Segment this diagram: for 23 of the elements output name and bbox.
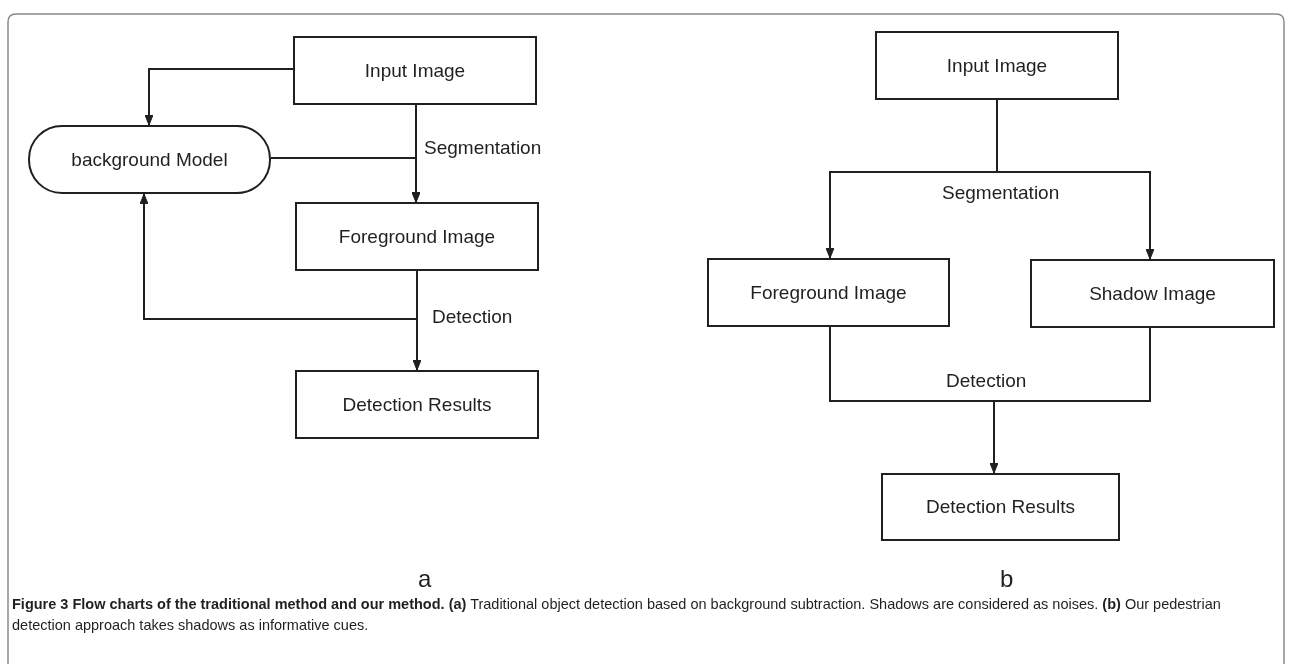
box-label: Foreground Image (750, 281, 907, 304)
box-label: Input Image (946, 54, 1048, 77)
arrow (270, 157, 421, 203)
box-label: Detection Results (926, 496, 1075, 518)
arrow (989, 327, 1151, 474)
process-box (295, 202, 539, 271)
box-label: Foreground Image (338, 225, 496, 248)
arrow (996, 99, 1155, 260)
box-label: Shadow Image (1089, 282, 1216, 305)
process-box (881, 473, 1120, 541)
panel-label: b (1000, 566, 1014, 592)
process-box (707, 258, 950, 327)
arrow (139, 193, 418, 320)
process-box (1030, 259, 1275, 328)
box-label: Detection Results (342, 393, 492, 416)
arrow (144, 68, 294, 126)
process-box (875, 31, 1119, 100)
box-label: background Model (71, 148, 228, 171)
panel-label: a (418, 566, 432, 592)
box-label: Input Image (364, 59, 466, 82)
process-box (295, 370, 539, 439)
figure-caption: Figure 3 Flow charts of the traditional method and our method. (a) Traditional object detection based on background subtraction. Shadows are considered as noises. (b) Our pedestrian detection approach takes shadows as informative cues. (12, 595, 1222, 635)
process-box (293, 36, 537, 105)
